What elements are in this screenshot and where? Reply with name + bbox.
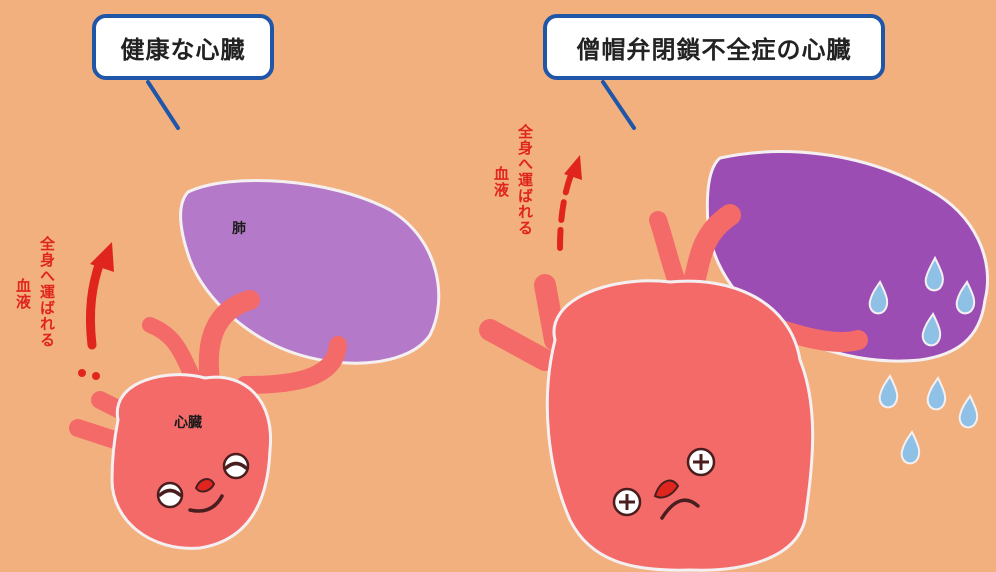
healthy-flow-arrow: [78, 242, 114, 380]
heart-label: 心臓: [174, 415, 202, 431]
healthy-heart-title: 健康な心臓: [92, 14, 274, 80]
mitral-regurgitation-title-text: 僧帽弁閉鎖不全症の心臓: [576, 35, 852, 64]
lung-label: 肺: [232, 221, 246, 237]
healthy-heart: [110, 373, 273, 550]
worried-face-icon: [612, 447, 716, 520]
congested-flow-arrow: [557, 155, 582, 251]
bubble-tail-left: [146, 80, 180, 130]
bubble-tail-right: [601, 80, 636, 130]
mitral-regurgitation-title: 僧帽弁閉鎖不全症の心臓: [543, 14, 885, 80]
smiling-face-icon: [156, 452, 250, 513]
healthy-blood-label: 血液: [14, 278, 32, 310]
congested-blood-label: 血液: [492, 166, 510, 198]
healthy-heart-title-text: 健康な心臓: [120, 35, 246, 64]
healthy-lung: [179, 178, 441, 365]
enlarged-heart: [545, 279, 815, 572]
plus-mark-icon: [612, 487, 642, 517]
healthy-flow-label: 全身へ運ばれる: [38, 236, 56, 348]
water-droplet-icon: [868, 255, 979, 465]
congested-flow-label: 全身へ運ばれる: [516, 124, 534, 236]
plus-mark-icon: [686, 447, 716, 477]
